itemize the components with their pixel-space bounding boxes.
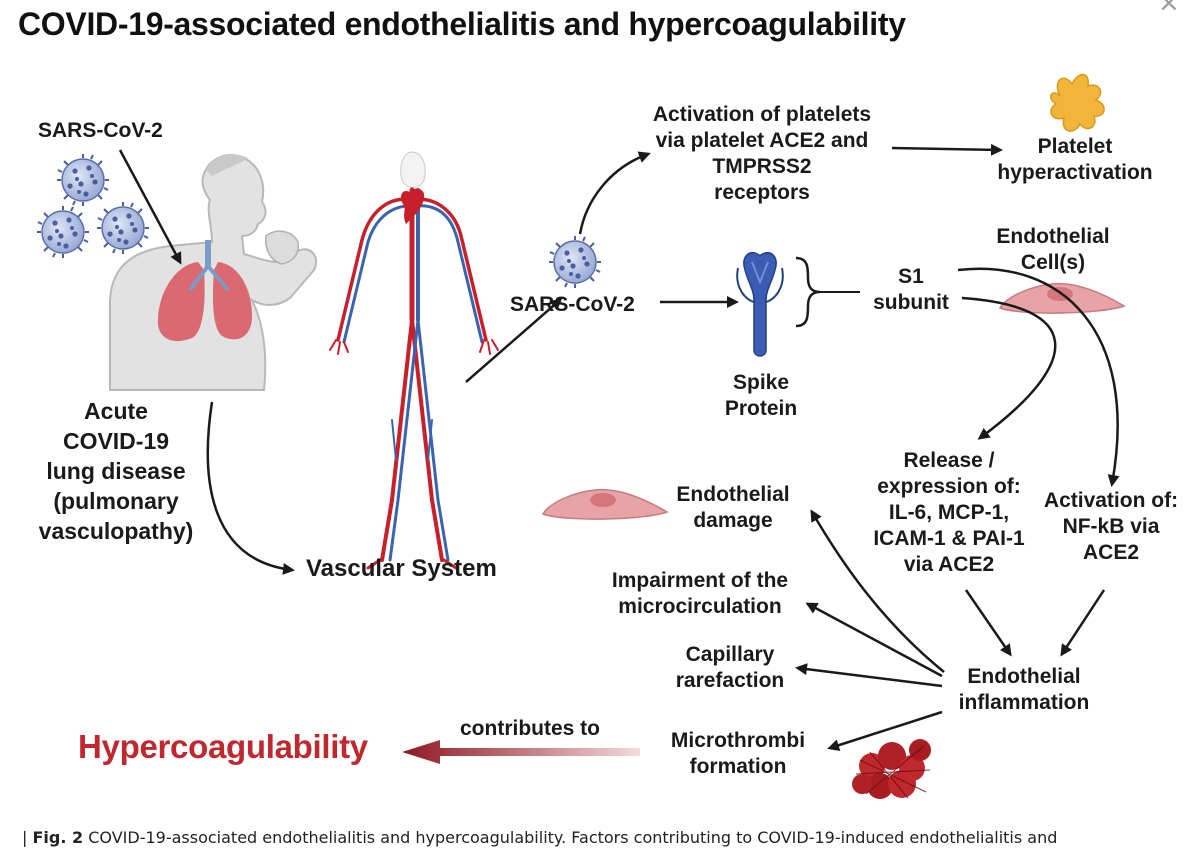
spike-protein-icon	[736, 251, 784, 357]
s1-subunit-label: S1 subunit	[873, 265, 949, 314]
nfkb-activation-label: Activation of: NF-kB via ACE2	[1043, 489, 1179, 564]
impairment-microcirculation-label: Impairment of the microcirculation	[611, 569, 789, 618]
contributes-to-label: contributes to	[460, 717, 600, 740]
endothelial-cell-icon	[542, 488, 668, 520]
virus-icon	[96, 201, 150, 255]
capillary-rarefaction-label: Capillary rarefaction	[675, 643, 785, 692]
sars-cov-2-left-label: SARS-CoV-2	[38, 119, 163, 142]
virus-icon	[548, 235, 602, 289]
release-expression-label: Release / expression of: IL-6, MCP-1, IC…	[873, 449, 1025, 576]
sars-cov-2-mid-label: SARS-CoV-2	[510, 293, 635, 316]
close-icon[interactable]: ×	[1158, 0, 1180, 18]
brace-icon	[795, 256, 821, 328]
blood-clot-icon	[852, 739, 931, 799]
activation-platelets-label: Activation of platelets via platelet ACE…	[652, 103, 872, 204]
virus-icon	[36, 205, 90, 259]
contributes-arrow	[402, 740, 640, 764]
endothelial-damage-label: Endothelial damage	[676, 483, 790, 532]
caption-fig-label[interactable]: Fig. 2	[32, 828, 84, 847]
coughing-person-icon	[109, 154, 318, 391]
vascular-system-label: Vascular System	[306, 555, 497, 582]
hypercoagulability-label: Hypercoagulability	[78, 728, 368, 765]
spike-protein-label: Spike Protein	[724, 371, 798, 420]
caption-prefix: |	[22, 828, 33, 847]
flow-arrows	[118, 143, 1120, 751]
caption-text: COVID-19-associated endothelialitis and …	[83, 828, 1058, 847]
endothelial-inflammation-label: Endothelial inflammation	[958, 665, 1090, 714]
platelet-icon	[1050, 73, 1105, 132]
virus-icon	[56, 153, 110, 207]
vascular-body-icon	[329, 151, 499, 570]
figure-title: COVID-19-associated endothelialitis and …	[18, 6, 906, 42]
acute-lung-disease-label: Acute COVID-19 lung disease (pulmonary v…	[38, 398, 194, 544]
platelet-hyperactivation-label: Platelet hyperactivation	[997, 135, 1153, 184]
endothelial-cells-label: Endothelial Cell(s)	[996, 225, 1110, 274]
microthrombi-formation-label: Microthrombi formation	[670, 729, 806, 778]
figure-caption: | Fig. 2 COVID-19-associated endothelial…	[22, 828, 1057, 847]
